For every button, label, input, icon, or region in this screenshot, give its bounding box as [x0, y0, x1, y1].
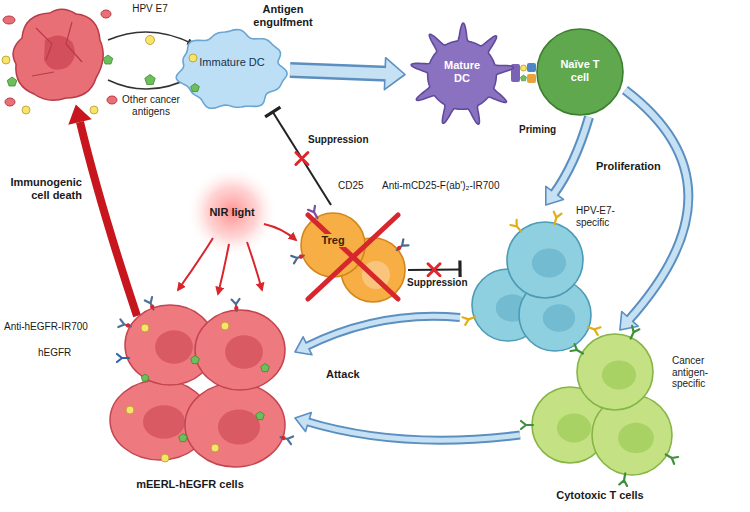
edge-label: Suppression — [308, 134, 374, 146]
arrow-outline — [306, 316, 460, 346]
immature-dc-cell: Immature DC — [175, 28, 290, 112]
cell-label: Mature DC — [437, 59, 487, 84]
tumor-cell-cluster: mEERL-hEGFR cells — [85, 298, 295, 498]
antibody-label: Anti-hEGFR-IR700 — [4, 321, 104, 333]
antibody-label: Anti-mCD25-F(ab')₂-IR700 — [382, 180, 527, 192]
cytotoxic-t-cells: Cancer antigen-specific — [520, 330, 742, 480]
arrow-fill — [290, 70, 388, 74]
priming-synapse — [511, 63, 536, 83]
edge-label: Attack — [326, 368, 370, 381]
cell-label: Cancer antigen-specific — [672, 355, 740, 390]
group-label: Cytotoxic T cells — [535, 489, 665, 502]
cell-label: Naïve T cell — [550, 58, 610, 83]
mature-dc-cell: Mature DC — [405, 22, 523, 127]
inhibition-connector — [265, 107, 331, 205]
receptor-label: hEGFR — [38, 347, 78, 359]
arrow-outline — [290, 70, 388, 74]
cell-shape — [175, 28, 290, 112]
inhibition-connector — [408, 261, 460, 279]
cell-label: Treg — [315, 234, 351, 247]
arrow-fill — [306, 316, 460, 346]
process-label: Immunogenic cell death — [4, 176, 82, 201]
arrow-connector — [295, 413, 520, 441]
naive-t-cell: Naïve T cell — [535, 27, 625, 117]
arrow-outline — [625, 90, 688, 321]
arrow-fill — [625, 90, 688, 321]
inhibition-bar — [458, 261, 461, 279]
blocked-cross — [296, 153, 308, 165]
light-label: NIR light — [198, 206, 266, 219]
immunogenic-death-arrow — [68, 105, 137, 317]
hpv-e7-t-cells: HPV-E7-specific — [460, 205, 625, 355]
antigen-label: HPV E7 — [131, 3, 169, 15]
cell-shape — [85, 298, 295, 498]
edge-label: Proliferation — [596, 160, 670, 173]
treg-cells: Treg — [298, 205, 408, 305]
cell-label: mEERL-hEGFR cells — [85, 478, 295, 491]
inhibition-bar — [265, 107, 280, 117]
arrow-fill — [306, 422, 520, 441]
nir-light-source — [178, 166, 296, 294]
receptor-label: CD25 — [338, 180, 372, 192]
blocked-cross — [428, 264, 440, 276]
cell-label: HPV-E7-specific — [576, 205, 626, 228]
arrow-connector — [290, 58, 405, 90]
arrow-connector — [620, 90, 688, 330]
arrow-connector — [295, 316, 460, 355]
cell-shape — [298, 205, 408, 305]
process-label: Priming — [519, 124, 569, 136]
cell-shape — [520, 330, 742, 480]
edge-label: Suppression — [407, 277, 471, 289]
arrow-fill — [553, 117, 589, 195]
cell-label: Immature DC — [197, 56, 267, 69]
inhibition-line — [273, 112, 331, 205]
process-label: Antigen engulfment — [248, 3, 318, 28]
arrow-outline — [553, 117, 589, 195]
dying-tumor-cell — [2, 9, 117, 114]
antigen-label: Other cancer antigens — [119, 94, 183, 117]
arrow-outline — [306, 422, 520, 441]
